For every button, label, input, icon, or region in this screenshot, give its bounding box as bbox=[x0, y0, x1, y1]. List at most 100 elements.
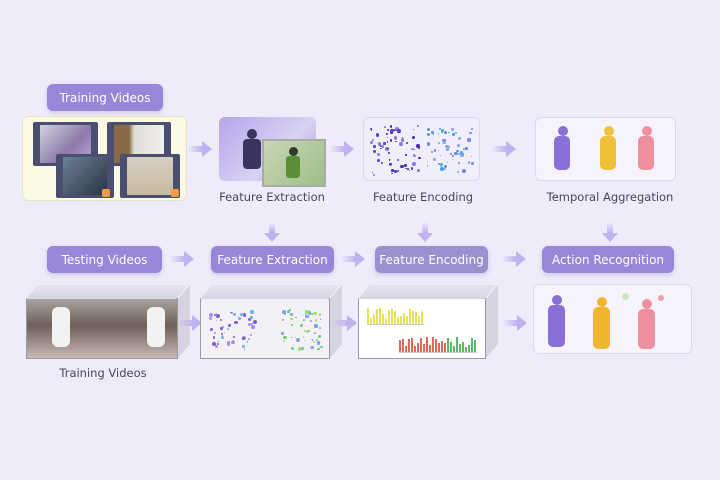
feature-point bbox=[380, 162, 383, 164]
feature-point bbox=[382, 142, 386, 145]
histogram-bar bbox=[403, 313, 405, 324]
feature-point bbox=[394, 126, 399, 131]
feature-point bbox=[318, 312, 322, 316]
feature-point bbox=[305, 310, 309, 314]
feature-point bbox=[427, 133, 431, 137]
feature-extraction-volume bbox=[200, 298, 330, 359]
feature-point bbox=[214, 313, 216, 316]
histogram-bar bbox=[429, 344, 431, 352]
feature-point bbox=[393, 136, 397, 140]
histogram-bar bbox=[376, 309, 378, 324]
feature-point bbox=[219, 318, 222, 321]
histogram-bar bbox=[468, 345, 470, 352]
histogram-bar bbox=[388, 309, 390, 324]
feature-point bbox=[452, 133, 455, 136]
feature-point bbox=[458, 161, 461, 165]
histogram-bar bbox=[406, 316, 408, 324]
feature-point bbox=[386, 128, 389, 132]
histogram-bar bbox=[405, 345, 407, 352]
feature-point bbox=[319, 326, 322, 329]
feature-point bbox=[310, 319, 313, 323]
histogram-bar bbox=[420, 338, 422, 352]
feature-point bbox=[442, 143, 444, 145]
feature-point bbox=[412, 136, 416, 140]
feature-point bbox=[389, 159, 391, 161]
histogram-bar bbox=[474, 340, 476, 352]
feature-point bbox=[385, 132, 389, 136]
histogram-bar bbox=[453, 345, 455, 352]
feature-point bbox=[466, 137, 471, 142]
feature-point bbox=[417, 169, 420, 172]
feature-point bbox=[232, 312, 236, 317]
feature-point bbox=[463, 148, 466, 151]
feature-point bbox=[252, 319, 257, 324]
feature-point bbox=[408, 169, 411, 172]
feature-point bbox=[377, 142, 382, 146]
feature-point bbox=[462, 153, 464, 155]
feature-point bbox=[418, 147, 420, 149]
feature-point bbox=[305, 314, 309, 319]
feature-point bbox=[407, 167, 410, 170]
feature-point bbox=[218, 340, 220, 343]
feature-point bbox=[282, 335, 287, 340]
histogram-bar bbox=[400, 316, 402, 324]
feature-histogram bbox=[399, 336, 477, 353]
feature-point bbox=[399, 164, 404, 169]
histogram-bar bbox=[414, 345, 416, 352]
feature-point bbox=[302, 336, 305, 338]
feature-point bbox=[456, 170, 459, 174]
feature-point bbox=[458, 152, 461, 155]
feature-point bbox=[318, 335, 321, 338]
histogram-bar bbox=[432, 336, 434, 352]
feature-point bbox=[295, 316, 297, 319]
feature-point bbox=[289, 309, 292, 312]
histogram-bar bbox=[382, 313, 384, 324]
feature-point bbox=[444, 165, 448, 169]
feature-point bbox=[414, 154, 417, 157]
feature-point bbox=[289, 313, 293, 316]
feature-point bbox=[385, 146, 390, 151]
feature-point bbox=[215, 312, 217, 314]
feature-point bbox=[400, 138, 405, 142]
feature-point bbox=[387, 151, 391, 155]
histogram-bar bbox=[379, 308, 381, 324]
histogram-bar bbox=[462, 341, 464, 352]
feature-point bbox=[460, 153, 464, 157]
feature-point bbox=[301, 348, 304, 351]
feature-point bbox=[443, 131, 447, 135]
feature-point bbox=[396, 170, 400, 173]
feature-point bbox=[281, 319, 284, 322]
feature-point bbox=[247, 338, 251, 341]
histogram-bar bbox=[418, 316, 420, 324]
feature-point bbox=[247, 323, 251, 327]
feature-point bbox=[290, 346, 295, 351]
feature-point bbox=[457, 136, 461, 140]
feature-point bbox=[413, 129, 415, 131]
histogram-bar bbox=[397, 317, 399, 324]
feature-point bbox=[448, 146, 451, 148]
feature-point bbox=[313, 341, 316, 344]
feature-point bbox=[432, 134, 435, 136]
arrow-right-icon bbox=[503, 315, 527, 331]
feature-point bbox=[462, 169, 467, 174]
play-icon bbox=[171, 189, 179, 197]
feature-point bbox=[290, 318, 293, 321]
histogram-bar bbox=[367, 308, 369, 324]
feature-point bbox=[398, 131, 401, 134]
feature-point bbox=[313, 311, 317, 316]
feature-point bbox=[298, 347, 303, 352]
feature-point bbox=[456, 143, 461, 148]
feature-point bbox=[228, 324, 231, 327]
feature-point bbox=[320, 345, 323, 349]
feature-point bbox=[250, 310, 254, 314]
feature-point bbox=[399, 141, 404, 146]
feature-point bbox=[410, 167, 414, 170]
feature-point bbox=[389, 139, 393, 142]
feature-point bbox=[208, 312, 213, 317]
feature-point bbox=[313, 324, 318, 328]
feature-point bbox=[247, 317, 251, 321]
feature-encoding-label: Feature Encoding bbox=[375, 246, 488, 273]
arrow-right-icon bbox=[330, 141, 354, 157]
feature-point bbox=[231, 340, 235, 345]
feature-point bbox=[208, 317, 212, 321]
